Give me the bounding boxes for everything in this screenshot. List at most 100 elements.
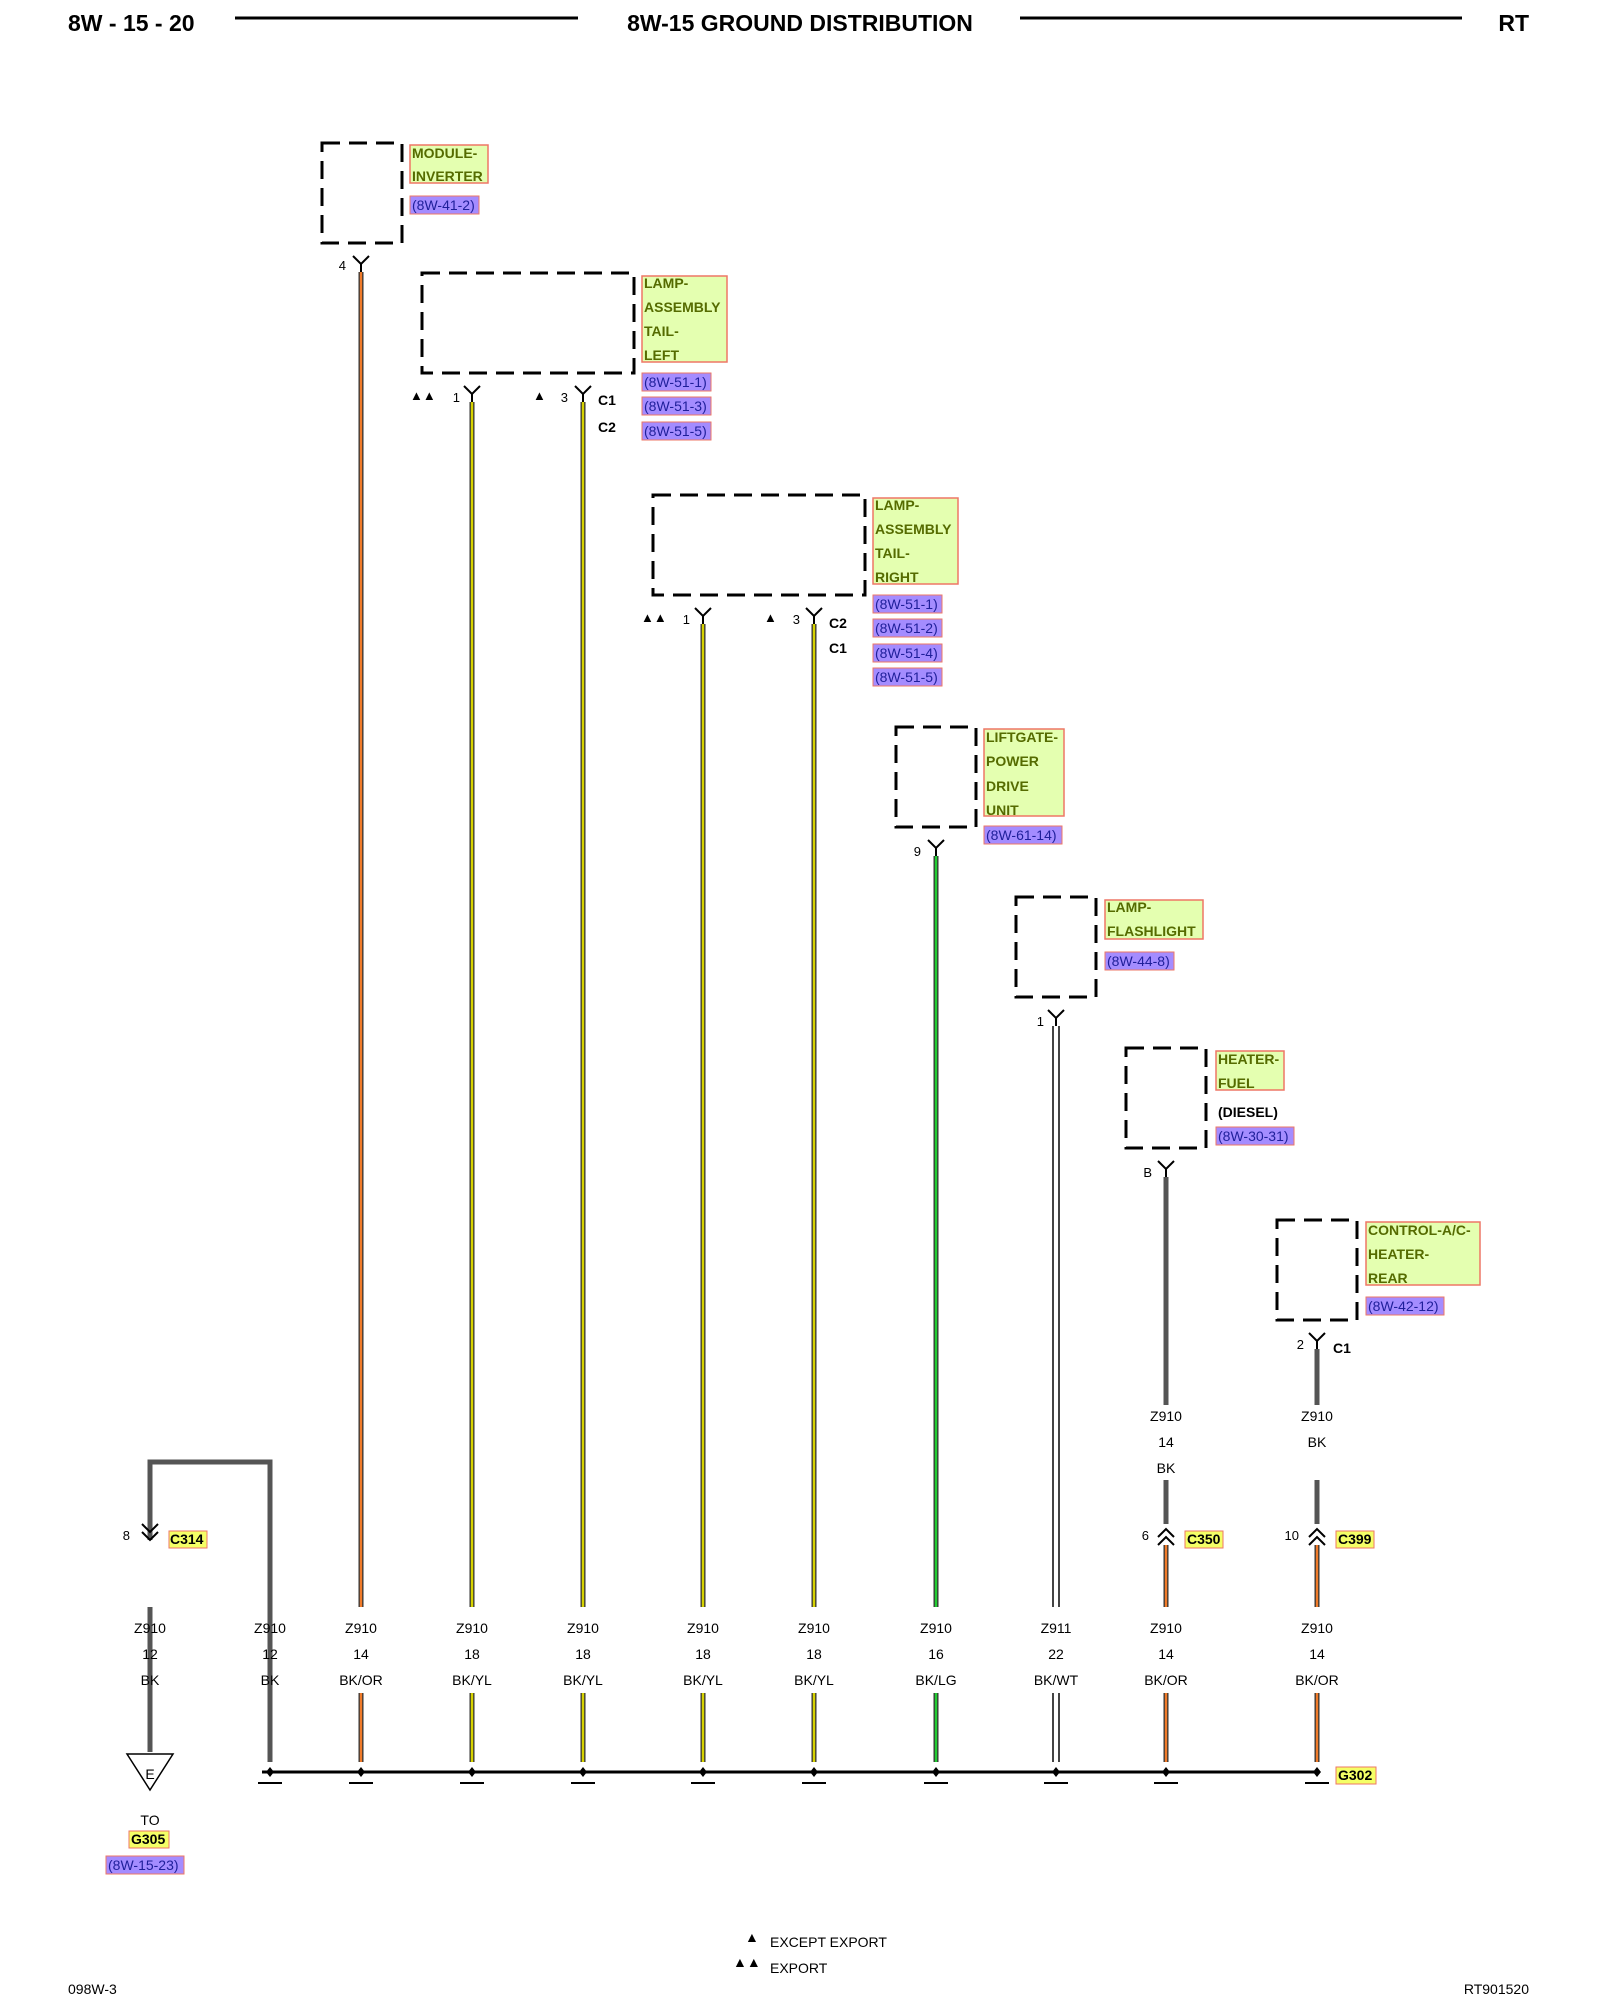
ref-bg — [872, 594, 943, 614]
page-reference[interactable]: (8W-61-14) — [986, 827, 1057, 843]
terminal-fork — [1047, 1009, 1065, 1026]
page-reference[interactable]: (8W-51-3) — [644, 398, 707, 414]
ref-bg — [641, 421, 712, 441]
wire-color: BK/OR — [339, 1672, 383, 1688]
legend-symbol: ▲ — [745, 1929, 759, 1945]
except-export-triangle-mark: ▲ — [533, 388, 546, 403]
model-code: RT — [1498, 10, 1529, 36]
except-export-triangle-mark: ▲ — [764, 610, 777, 625]
page-reference[interactable]: (8W-51-2) — [875, 620, 938, 636]
ref-bg — [872, 667, 943, 687]
page-reference[interactable]: (8W-51-4) — [875, 645, 938, 661]
splice-dot — [468, 1767, 476, 1777]
pin-number: 1 — [453, 390, 460, 405]
component-name-line: LAMP- — [875, 497, 920, 513]
option-note: (DIESEL) — [1218, 1104, 1278, 1120]
wire-circuit: Z910 — [798, 1620, 830, 1636]
connector-label-bg — [1335, 1530, 1375, 1549]
legend: ▲ EXCEPT EXPORT ▲▲ EXPORT — [733, 1929, 887, 1976]
pin-number: 3 — [793, 612, 800, 627]
page-header: 8W - 15 - 20 8W-15 GROUND DISTRIBUTION R… — [68, 10, 1529, 36]
export-marks: ▲▲ ▲ ▲▲ ▲ — [410, 388, 777, 625]
module-inverter-box[interactable] — [320, 141, 404, 245]
component-label-bg — [872, 497, 959, 585]
ground-id[interactable]: G302 — [1338, 1767, 1372, 1783]
page-reference[interactable]: (8W-51-1) — [875, 596, 938, 612]
component-name-line: LAMP- — [1107, 899, 1152, 915]
wire-gauge: 18 — [575, 1646, 591, 1662]
page-reference[interactable]: (8W-30-31) — [1218, 1128, 1289, 1144]
component-name-line: TAIL- — [875, 545, 910, 561]
wire-circuit: Z910 — [1150, 1408, 1182, 1424]
terminal-fork — [1308, 1332, 1326, 1349]
tail-lamp-left-box[interactable] — [420, 271, 636, 375]
page-number: 8W - 15 - 20 — [68, 10, 195, 36]
wire-gauge: 12 — [142, 1646, 158, 1662]
wire-gauge: 16 — [928, 1646, 944, 1662]
ref-bg — [872, 643, 943, 663]
page-reference[interactable]: (8W-42-12) — [1368, 1298, 1439, 1314]
component-name-line: HEATER- — [1368, 1246, 1430, 1262]
wire-gauge: 18 — [806, 1646, 822, 1662]
pin-number: 4 — [339, 258, 346, 273]
remote-ground-id[interactable]: G305 — [131, 1831, 165, 1847]
wire-color: BK — [261, 1672, 280, 1688]
ground-label-bg — [128, 1830, 170, 1849]
connector-id: C2 — [829, 615, 847, 631]
flashlight-lamp-box[interactable] — [1014, 895, 1098, 999]
page-reference[interactable]: (8W-44-8) — [1107, 953, 1170, 969]
pin-number: 1 — [1037, 1014, 1044, 1029]
connector-id[interactable]: C399 — [1338, 1531, 1372, 1547]
connector-id[interactable]: C314 — [170, 1531, 204, 1547]
page-reference[interactable]: (8W-51-5) — [875, 669, 938, 685]
ref-bg — [872, 618, 943, 638]
ground-bus: G302 — [258, 1766, 1377, 1785]
wire-color: BK/YL — [794, 1672, 834, 1688]
terminal-fork — [927, 839, 945, 856]
wire-circuit: Z910 — [920, 1620, 952, 1636]
component-name-line: ASSEMBLY — [875, 521, 952, 537]
connector-id[interactable]: C350 — [1187, 1531, 1221, 1547]
page-title: 8W-15 GROUND DISTRIBUTION — [627, 10, 973, 36]
component-boxes — [320, 141, 1359, 1322]
splice-dot — [266, 1767, 274, 1777]
ref-bg — [641, 396, 712, 416]
rear-hvac-control-box[interactable] — [1275, 1218, 1359, 1322]
page-reference[interactable]: (8W-51-5) — [644, 423, 707, 439]
wire-circuit: Z910 — [254, 1620, 286, 1636]
component-name-line: ASSEMBLY — [644, 299, 721, 315]
tail-lamp-right-box[interactable] — [651, 493, 867, 597]
remote-ground: E TO G305 (8W-15-23) — [105, 1753, 185, 1875]
fuel-heater-box[interactable] — [1124, 1046, 1208, 1150]
pin-number: 9 — [914, 844, 921, 859]
wire-circuit: Z910 — [1301, 1620, 1333, 1636]
splice-dot — [1162, 1767, 1170, 1777]
connector-chevron-icon — [1157, 1527, 1175, 1546]
ref-bg — [641, 372, 712, 392]
splice-dot — [932, 1767, 940, 1777]
connector-pin: 8 — [123, 1528, 130, 1543]
page-reference[interactable]: (8W-15-23) — [108, 1857, 179, 1873]
to-label: TO — [140, 1812, 159, 1828]
export-triangle-mark: ▲▲ — [410, 388, 436, 403]
pin-number: B — [1143, 1165, 1152, 1180]
wire-gauge: 14 — [1309, 1646, 1325, 1662]
splice-dot — [357, 1767, 365, 1777]
splice-dot — [810, 1767, 818, 1777]
inline-connectors: 8 C314 6 C350 10 C399 — [123, 1523, 1375, 1549]
wire-loop[interactable] — [147, 1459, 273, 1607]
page-reference[interactable]: (8W-41-2) — [412, 197, 475, 213]
wires — [147, 272, 1320, 1762]
wire-color: BK/YL — [563, 1672, 603, 1688]
liftgate-power-drive-box[interactable] — [894, 725, 978, 829]
connector-label-bg — [168, 1530, 208, 1549]
legend-label: EXCEPT EXPORT — [770, 1934, 887, 1950]
component-name-line: DRIVE — [986, 778, 1029, 794]
page-reference[interactable]: (8W-51-1) — [644, 374, 707, 390]
component-name-line: HEATER- — [1218, 1051, 1280, 1067]
export-triangle-mark: ▲▲ — [641, 610, 667, 625]
wire-gauge: 22 — [1048, 1646, 1064, 1662]
component-name-line: LIFTGATE- — [986, 729, 1058, 745]
wire-labels: Z91012BKZ91012BKZ91014BK/ORZ91018BK/YLZ9… — [134, 1620, 1339, 1688]
